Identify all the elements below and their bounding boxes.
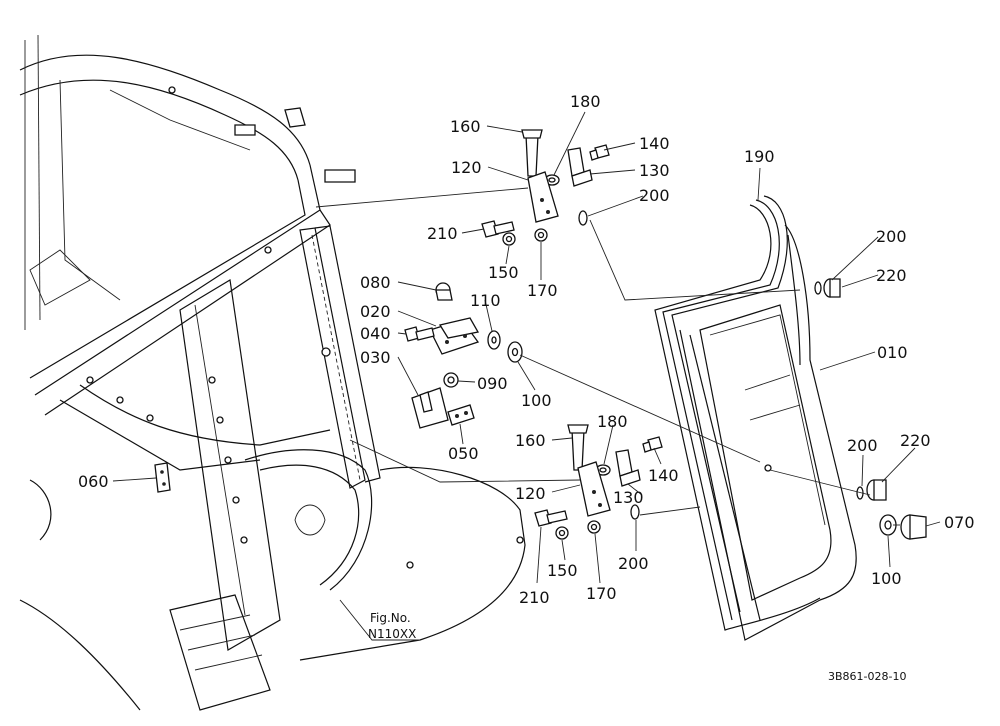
callout-030: 030 bbox=[360, 348, 391, 367]
figure-reference: Fig.No. N110XX 3B861-028-10 bbox=[368, 611, 906, 683]
fig-no-label: Fig.No. bbox=[370, 611, 411, 625]
callout-160-upper: 160 bbox=[450, 117, 481, 136]
cab-frame bbox=[19, 34, 526, 711]
callout-210-upper: 210 bbox=[427, 224, 458, 243]
glass-fasteners bbox=[814, 278, 927, 540]
callout-040: 040 bbox=[360, 324, 391, 343]
callout-labels: 160 180 140 120 130 200 190 210 150 170 … bbox=[78, 92, 975, 607]
callout-140-upper: 140 bbox=[639, 134, 670, 153]
callout-120-upper: 120 bbox=[451, 158, 482, 177]
callout-090: 090 bbox=[477, 374, 508, 393]
callout-130-upper: 130 bbox=[639, 161, 670, 180]
callout-110: 110 bbox=[470, 291, 501, 310]
callout-200-upper: 200 bbox=[639, 186, 670, 205]
callout-020: 020 bbox=[360, 302, 391, 321]
callout-150-upper: 150 bbox=[488, 263, 519, 282]
callout-200-right-upper: 200 bbox=[876, 227, 907, 246]
callout-160-lower: 160 bbox=[515, 431, 546, 450]
callout-220-upper: 220 bbox=[876, 266, 907, 285]
callout-170-upper: 170 bbox=[527, 281, 558, 300]
upper-hinge-assembly bbox=[481, 129, 610, 246]
callout-180-upper: 180 bbox=[570, 92, 601, 111]
callout-140-lower: 140 bbox=[648, 466, 679, 485]
callout-150-lower: 150 bbox=[547, 561, 578, 580]
callout-210-lower: 210 bbox=[519, 588, 550, 607]
callout-200-lower: 200 bbox=[618, 554, 649, 573]
leader-lines bbox=[112, 111, 941, 641]
callout-200-right-lower: 200 bbox=[847, 436, 878, 455]
fig-no-value: N110XX bbox=[368, 627, 416, 641]
door-glass-assembly bbox=[654, 195, 857, 641]
callout-050: 050 bbox=[448, 444, 479, 463]
callout-070: 070 bbox=[944, 513, 975, 532]
callout-130-lower: 130 bbox=[613, 488, 644, 507]
callout-080: 080 bbox=[360, 273, 391, 292]
callout-220-lower: 220 bbox=[900, 431, 931, 450]
callout-190: 190 bbox=[744, 147, 775, 166]
callout-170-lower: 170 bbox=[586, 584, 617, 603]
callout-100-lower: 100 bbox=[871, 569, 902, 588]
drawing-reference: 3B861-028-10 bbox=[828, 670, 906, 683]
callout-100-middle: 100 bbox=[521, 391, 552, 410]
callout-120-lower: 120 bbox=[515, 484, 546, 503]
callout-010: 010 bbox=[877, 343, 908, 362]
callout-060: 060 bbox=[78, 472, 109, 491]
callout-180-lower: 180 bbox=[597, 412, 628, 431]
reference-lines bbox=[315, 187, 900, 526]
lower-hinge-assembly bbox=[534, 424, 663, 540]
latch-assembly bbox=[154, 282, 523, 493]
